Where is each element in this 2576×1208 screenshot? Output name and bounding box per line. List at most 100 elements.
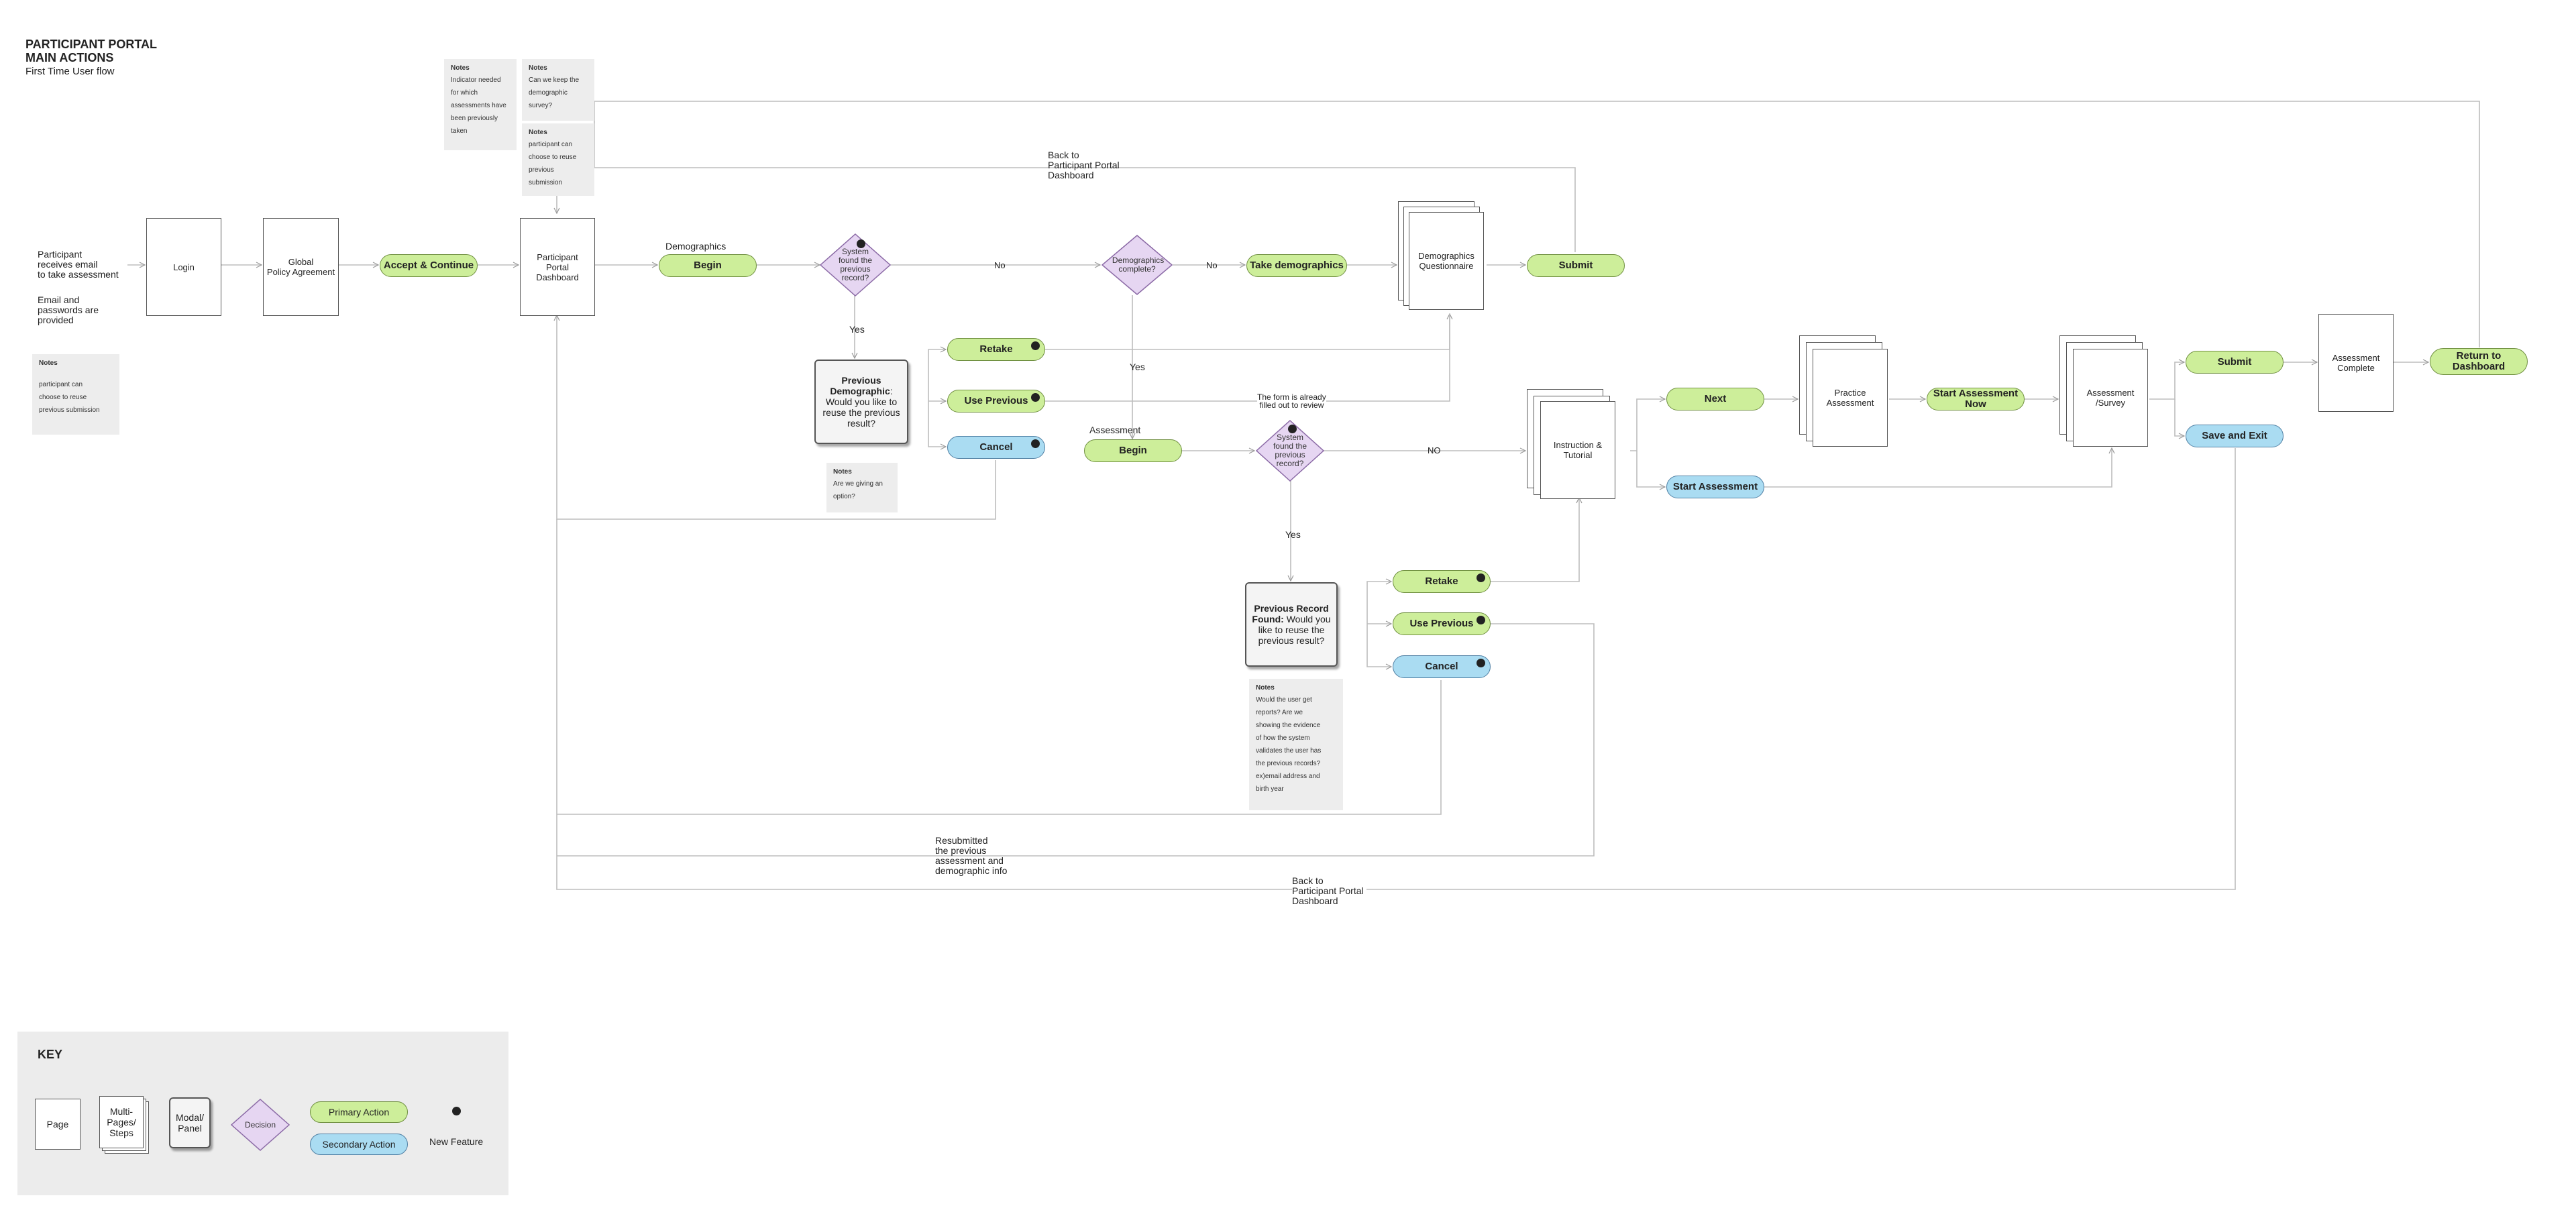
new-feature-dot: [1477, 616, 1485, 624]
key-new-feature-label: New Feature: [429, 1136, 484, 1147]
multipage-instruction-tutorial[interactable]: Instruction & Tutorial: [1527, 389, 1631, 500]
note-heading: Notes: [833, 468, 852, 476]
modal-body: Would you like to reuse the previous res…: [1258, 614, 1331, 646]
note-line: been previously: [451, 115, 498, 122]
modal-previous-demographic[interactable]: Previous Demographic: Would you like to …: [814, 360, 908, 444]
page-global-policy[interactable]: Global Policy Agreement: [263, 218, 339, 316]
key-title: KEY: [38, 1048, 63, 1061]
decision-diamond-shape: [820, 233, 891, 296]
note-line: previous submission: [39, 406, 100, 414]
note-line: ex)email address and: [1256, 773, 1320, 780]
label-line: Back to: [1048, 150, 1079, 160]
note-line: showing the evidence: [1256, 722, 1321, 729]
key-new-feature-dot: [452, 1107, 461, 1115]
note-line: Are we giving an: [833, 480, 883, 488]
note-heading: Notes: [529, 129, 547, 136]
demo-retake-button[interactable]: Retake: [947, 338, 1045, 361]
multipage-assessment-survey[interactable]: Assessment /Survey: [2059, 335, 2151, 449]
new-feature-dot: [1031, 393, 1040, 402]
page-label: Demographics: [1418, 251, 1474, 261]
return-to-dashboard-button[interactable]: Return to Dashboard: [2430, 348, 2528, 375]
take-demographics-button[interactable]: Take demographics: [1246, 254, 1347, 277]
note-reports: Notes Would the user get reports? Are we…: [1249, 679, 1343, 810]
diagram-subtitle: First Time User flow: [25, 66, 115, 77]
demographics-submit-button[interactable]: Submit: [1527, 254, 1625, 277]
new-feature-dot: [857, 239, 865, 248]
page-label: Instruction &: [1553, 440, 1603, 450]
label-no: No: [1206, 260, 1218, 270]
note-line: for which: [451, 89, 478, 97]
note-line: birth year: [1256, 785, 1284, 793]
title-line-1: PARTICIPANT PORTAL: [25, 38, 157, 51]
demo-cancel-button[interactable]: Cancel: [947, 436, 1045, 459]
modal-previous-record-found[interactable]: Previous Record Found: Would you like to…: [1245, 582, 1338, 667]
decision-line: found the previous: [838, 256, 873, 274]
decision-line: record?: [1276, 459, 1304, 468]
page-label: Tutorial: [1563, 450, 1593, 460]
page-label: Dashboard: [536, 272, 579, 282]
intro-line: Participant: [38, 249, 83, 260]
key-label: Modal/: [175, 1112, 205, 1123]
page-label: Policy Agreement: [266, 267, 335, 277]
label-line: Resubmitted: [935, 835, 988, 846]
page-assessment-complete[interactable]: Assessment Complete: [2318, 314, 2394, 412]
note-giving-option: Notes Are we giving an option?: [826, 463, 898, 512]
label-form-already-filled: The form is already filled out to review: [1257, 393, 1326, 409]
assessment-begin-button[interactable]: Begin: [1084, 439, 1182, 462]
assessment-submit-button[interactable]: Submit: [2186, 351, 2284, 374]
note-line: demographic: [529, 89, 568, 97]
label-yes: Yes: [1130, 362, 1145, 372]
note-line: submission: [529, 179, 563, 186]
new-feature-dot: [1288, 425, 1297, 433]
decision-line: Demographics: [1112, 256, 1165, 265]
page-label: Practice: [1834, 388, 1866, 398]
key-label: Steps: [109, 1128, 133, 1138]
intro-line: to take assessment: [38, 269, 119, 280]
note-line: assessments have: [451, 102, 506, 109]
note-line: survey?: [529, 102, 553, 109]
page-label: Questionnaire: [1419, 261, 1474, 271]
next-button[interactable]: Next: [1666, 388, 1764, 410]
label-yes: Yes: [849, 324, 865, 335]
save-and-exit-button[interactable]: Save and Exit: [2186, 425, 2284, 447]
multipage-practice-assessment[interactable]: Practice Assessment: [1799, 335, 1890, 449]
page-label: Participant: [537, 252, 578, 262]
key-primary-action: Primary Action: [310, 1101, 408, 1123]
modal-body: : Would you like to reuse the previous r…: [822, 386, 900, 429]
modal-text: Previous Demographic: Would you like to …: [820, 375, 903, 429]
page-login[interactable]: Login: [146, 218, 221, 316]
label-no: NO: [1428, 445, 1441, 455]
decision-diamond-shape: [1102, 235, 1173, 295]
note-heading: Notes: [1256, 684, 1275, 692]
label-line: filled out to review: [1259, 400, 1324, 410]
intro-receives-email: Participant receives email to take asses…: [38, 250, 119, 280]
accept-continue-button[interactable]: Accept & Continue: [380, 254, 478, 277]
note-keep-demographic: Notes Can we keep the demographic survey…: [522, 59, 594, 121]
record-retake-button[interactable]: Retake: [1393, 570, 1491, 593]
label-resubmitted: Resubmitted the previous assessment and …: [935, 836, 1007, 876]
new-feature-dot: [1031, 439, 1040, 448]
label-back-to-dashboard-top: Back to Participant Portal Dashboard: [1048, 150, 1120, 180]
start-assessment-now-button[interactable]: Start Assessment Now: [1927, 388, 2025, 410]
start-assessment-button[interactable]: Start Assessment: [1666, 476, 1764, 498]
key-label: Decision: [244, 1119, 276, 1130]
note-reuse-left: Notes participant can choose to reuse pr…: [32, 354, 119, 435]
note-line: Can we keep the: [529, 76, 580, 84]
note-line: Indicator needed: [451, 76, 501, 84]
record-use-previous-button[interactable]: Use Previous: [1393, 612, 1491, 635]
demographics-begin-button[interactable]: Begin: [659, 254, 757, 277]
record-cancel-button[interactable]: Cancel: [1393, 655, 1491, 678]
demo-use-previous-button[interactable]: Use Previous: [947, 390, 1045, 413]
label-no: No: [994, 260, 1006, 270]
label-line: Participant Portal: [1048, 160, 1120, 170]
note-line: option?: [833, 493, 855, 500]
new-feature-dot: [1477, 573, 1485, 582]
multipage-demographics-questionnaire[interactable]: Demographics Questionnaire: [1398, 201, 1488, 317]
decision-diamond-shape: [1256, 420, 1324, 482]
decision-line: complete?: [1118, 264, 1156, 274]
note-line: reports? Are we: [1256, 709, 1303, 716]
page-participant-portal-dashboard[interactable]: Participant Portal Dashboard: [520, 218, 595, 316]
page-label: Assessment: [2332, 353, 2380, 363]
page-label: /Survey: [2095, 398, 2126, 408]
intro-line: Email and: [38, 294, 80, 305]
